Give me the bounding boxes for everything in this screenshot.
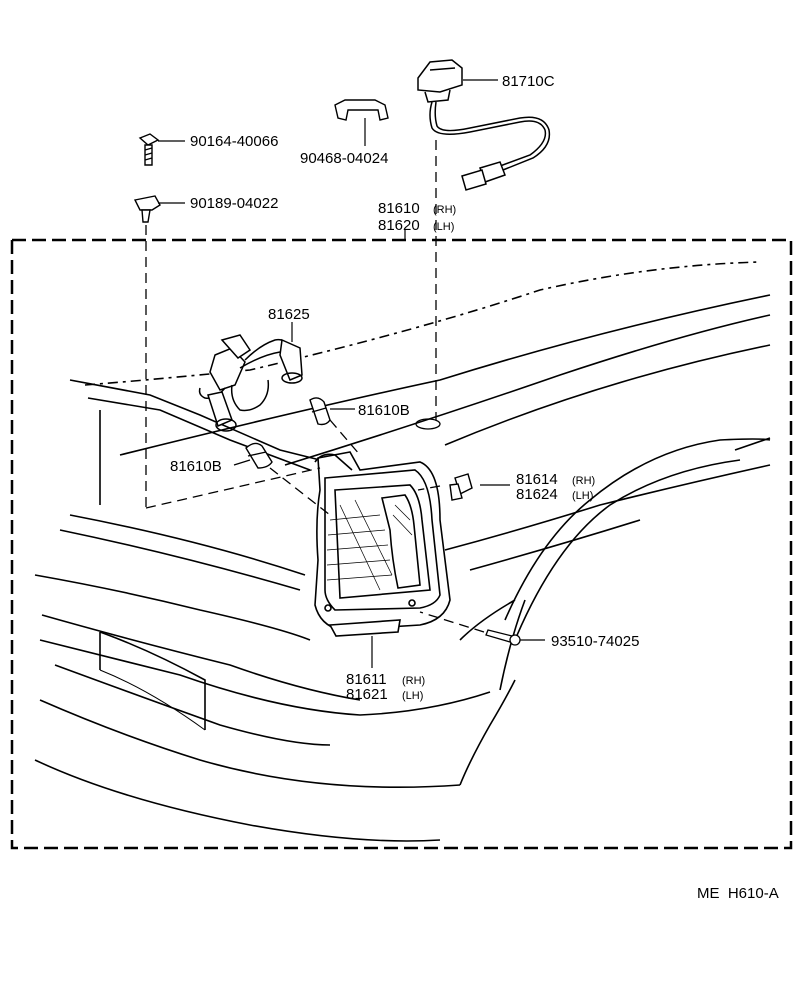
label-81614: 81614: [516, 471, 558, 488]
diagram-code: ME H610-A: [697, 885, 779, 902]
label-81624: 81624: [516, 486, 558, 503]
mounting-hole: [415, 418, 441, 430]
label-90189: 90189-04022: [190, 195, 278, 212]
bulb-81610b-lower[interactable]: [245, 442, 273, 469]
leader-lines: [158, 79, 545, 668]
bulb-81610b-upper[interactable]: [309, 397, 331, 426]
label-81620-side: (LH): [433, 221, 454, 233]
label-81610b-upper: 81610B: [358, 402, 410, 419]
label-81610: 81610: [378, 200, 420, 217]
label-81620: 81620: [378, 217, 420, 234]
label-90468: 90468-04024: [300, 150, 388, 167]
label-81625: 81625: [268, 306, 310, 323]
socket-wire-81625[interactable]: [198, 334, 303, 432]
label-81610-side: (RH): [433, 204, 456, 216]
clip-90189[interactable]: [133, 195, 161, 223]
clearance-lamp-assembly[interactable]: [314, 451, 451, 637]
label-81621-side: (LH): [402, 690, 423, 702]
screw-93510[interactable]: [485, 629, 521, 646]
label-81614-side: (RH): [572, 475, 595, 487]
label-81621: 81621: [346, 686, 388, 703]
label-81624-side: (LH): [572, 490, 593, 502]
label-90164: 90164-40066: [190, 133, 278, 150]
label-81610b-lower: 81610B: [170, 458, 222, 475]
alignment-lines: [145, 140, 485, 633]
label-93510: 93510-74025: [551, 633, 639, 650]
label-81611: 81611: [346, 671, 387, 688]
part-labels: 81710C 90164-40066 90468-04024 90189-040…: [170, 73, 779, 902]
car-body-outline: [34, 261, 771, 842]
label-81611-side: (RH): [402, 675, 425, 687]
side-marker-81710c[interactable]: [417, 59, 551, 191]
bracket-90468[interactable]: [334, 99, 389, 121]
assembly-frame: [10, 238, 793, 850]
screw-90164[interactable]: [138, 133, 160, 166]
label-81710c: 81710C: [502, 73, 555, 90]
socket-81614[interactable]: [449, 473, 473, 501]
